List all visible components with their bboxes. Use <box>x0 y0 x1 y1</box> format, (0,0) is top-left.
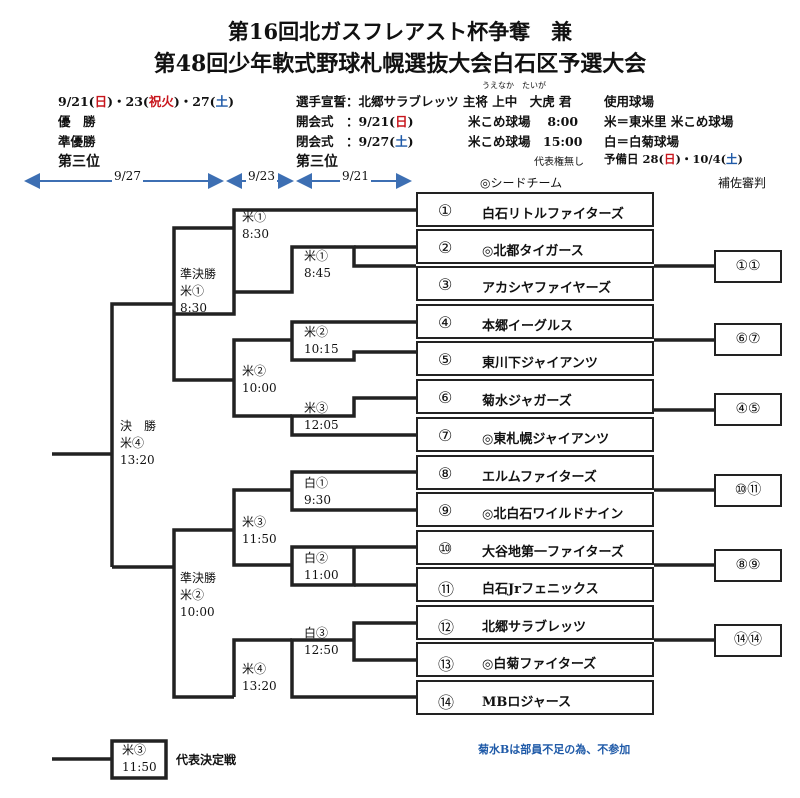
team-number: ⑨ <box>438 501 453 520</box>
venue-kome: 米＝東米里 米こめ球場 <box>604 114 734 129</box>
daihyo-label: 代表決定戦 <box>176 753 237 767</box>
seed-legend: ◎シードチーム <box>480 176 563 190</box>
team-row: ⑤ 東川下ジャイアンツ <box>416 341 654 376</box>
team-row: ③ アカシヤファイヤーズ <box>416 266 654 301</box>
team-name: 大谷地第一ファイターズ <box>482 545 624 560</box>
team-name: ◎北白石ワイルドナイン <box>482 507 624 522</box>
sanni-label-mid: 第三位 <box>296 154 338 170</box>
team-row: ④ 本郷イーグルス <box>416 304 654 339</box>
venue-shiro: 白＝白菊球場 <box>604 134 680 149</box>
team-number: ⑭ <box>438 693 455 712</box>
team-number: ⑦ <box>438 426 453 445</box>
sensei-text: 選手宣誓：北郷サラブレッツ 主将 上中 大虎 君 <box>296 94 572 109</box>
ground-time-2: 米こめ球場 15:00 <box>468 134 583 149</box>
team-row: ⑨ ◎北白石ワイルドナイン <box>416 492 654 527</box>
team-number: ④ <box>438 313 453 332</box>
team-number: ⑪ <box>438 580 455 599</box>
daihyo-nashi: 代表権無し <box>534 157 584 168</box>
hosa-heading: 補佐審判 <box>718 176 767 190</box>
tournament-dates: 9/21(日)・23(祝火)・27(土) <box>58 94 235 109</box>
team-row: ⑬ ◎白菊ファイターズ <box>416 642 654 677</box>
referee-box: ①① <box>714 250 782 283</box>
team-row: ⑦ ◎東札幌ジャイアンツ <box>416 417 654 452</box>
closing-ceremony: 閉会式 ：9/27(土) <box>296 134 414 149</box>
referee-box: ⑥⑦ <box>714 323 782 356</box>
venue-heading: 使用球場 <box>604 94 655 109</box>
sanni-label-left: 第三位 <box>58 154 100 170</box>
yusho-label: 優 勝 <box>58 114 96 129</box>
team-name: アカシヤファイヤーズ <box>482 281 611 296</box>
team-name: 白石リトルファイターズ <box>482 207 624 222</box>
team-number: ① <box>438 201 453 220</box>
reserve-days: 予備日 28(日)・10/4(土) <box>604 152 743 166</box>
team-number: ③ <box>438 275 453 294</box>
team-name: 東川下ジャイアンツ <box>482 356 598 371</box>
team-name: ◎白菊ファイターズ <box>482 657 597 672</box>
team-number: ⑫ <box>438 618 455 637</box>
opening-ceremony: 開会式 ：9/21(日) <box>296 114 414 129</box>
junyusho-label: 準優勝 <box>58 134 96 149</box>
furigana: うえなか たいが <box>482 81 546 90</box>
team-number: ② <box>438 238 453 257</box>
team-name: 菊水ジャガーズ <box>482 394 572 409</box>
team-name: ◎北都タイガース <box>482 244 584 259</box>
team-row: ⑩ 大谷地第一ファイターズ <box>416 530 654 565</box>
team-name: 北郷サラブレッツ <box>482 620 587 635</box>
team-row: ① 白石リトルファイターズ <box>416 192 654 227</box>
team-row: ⑥ 菊水ジャガーズ <box>416 379 654 414</box>
ground-time-1: 米こめ球場 8:00 <box>468 114 579 129</box>
team-number: ⑥ <box>438 388 453 407</box>
team-number: ⑧ <box>438 464 453 483</box>
team-name: MBロジャース <box>482 695 572 710</box>
team-name: エルムファイターズ <box>482 470 597 485</box>
team-row: ⑧ エルムファイターズ <box>416 455 654 490</box>
team-row: ⑫ 北郷サラブレッツ <box>416 605 654 640</box>
arrow-927-label: 9/27 <box>112 169 143 183</box>
team-row: ⑪ 白石Jrフェニックス <box>416 567 654 602</box>
team-name: 本郷イーグルス <box>482 319 574 334</box>
team-name: ◎東札幌ジャイアンツ <box>482 432 610 447</box>
team-number: ⑤ <box>438 350 453 369</box>
page-title-line2: 第48回少年軟式野球札幌選抜大会白石区予選大会 <box>153 51 647 77</box>
team-name: 白石Jrフェニックス <box>482 582 599 597</box>
team-row: ② ◎北都タイガース <box>416 229 654 264</box>
team-number: ⑩ <box>438 539 453 558</box>
footnote: 菊水Bは部員不足の為、不参加 <box>478 743 631 756</box>
page-title-line1: 第16回北ガスフレアスト杯争奪 兼 <box>227 19 573 44</box>
referee-box: ④⑤ <box>714 393 782 426</box>
arrow-923-label: 9/23 <box>246 169 277 183</box>
team-number: ⑬ <box>438 655 455 674</box>
team-row: ⑭ MBロジャース <box>416 680 654 715</box>
arrow-921-label: 9/21 <box>340 169 371 183</box>
referee-box: ⑭⑭ <box>714 624 782 657</box>
referee-box: ⑩⑪ <box>714 474 782 507</box>
referee-box: ⑧⑨ <box>714 549 782 582</box>
